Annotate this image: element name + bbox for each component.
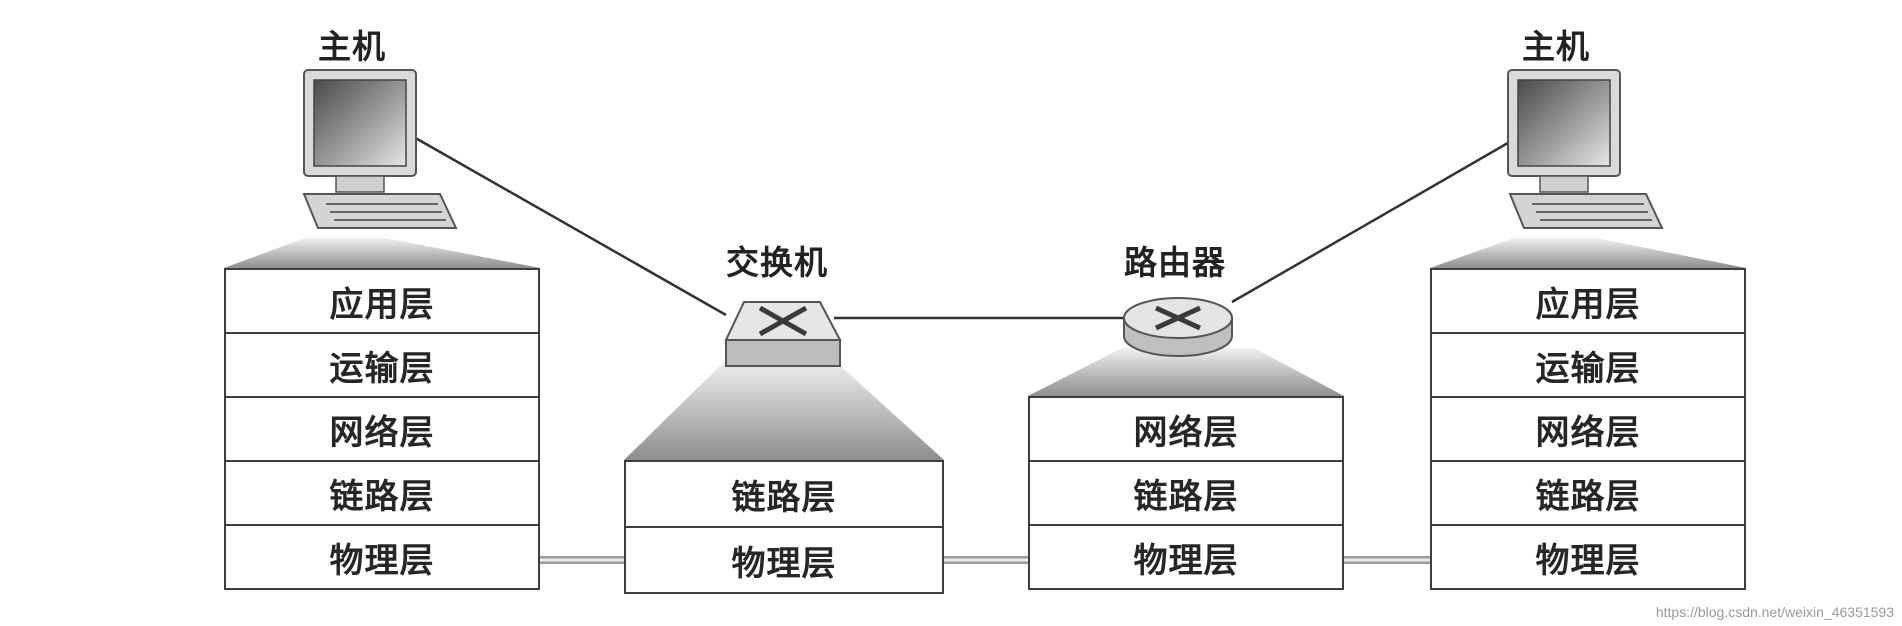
switch-stack: 链路层 物理层: [624, 460, 944, 596]
layer-link: 链路层: [1430, 460, 1746, 526]
layer-network: 网络层: [1028, 396, 1344, 462]
layer-application: 应用层: [224, 268, 540, 334]
host-left-label: 主机: [318, 27, 386, 66]
layer-transport: 运输层: [224, 332, 540, 398]
layer-link: 链路层: [224, 460, 540, 526]
layer-network: 网络层: [1430, 396, 1746, 462]
host-right-label: 主机: [1522, 27, 1590, 66]
link-router-host: [1231, 134, 1521, 304]
link-host-switch: [411, 134, 727, 317]
host-left-shadow: [224, 238, 540, 268]
switch-label: 交换机: [726, 243, 828, 282]
host-left-stack: 应用层 运输层 网络层 链路层 物理层: [224, 268, 540, 594]
switch-icon: [724, 301, 842, 367]
layer-link: 链路层: [1028, 460, 1344, 526]
layer-physical: 物理层: [1028, 524, 1344, 590]
layer-transport: 运输层: [1430, 332, 1746, 398]
layer-application: 应用层: [1430, 268, 1746, 334]
router-label: 路由器: [1124, 243, 1226, 282]
host-right-stack: 应用层 运输层 网络层 链路层 物理层: [1430, 268, 1746, 594]
layer-physical: 物理层: [1430, 524, 1746, 590]
router-icon: [1123, 297, 1233, 357]
layer-physical: 物理层: [224, 524, 540, 590]
layer-physical: 物理层: [624, 526, 944, 594]
layer-link: 链路层: [624, 460, 944, 528]
layer-network: 网络层: [224, 396, 540, 462]
computer-icon: [1507, 69, 1664, 229]
computer-icon: [302, 69, 458, 229]
host-right-shadow: [1430, 238, 1746, 268]
watermark: https://blog.csdn.net/weixin_46351593: [1655, 604, 1894, 620]
switch-shadow: [624, 360, 944, 460]
router-shadow: [1028, 348, 1344, 396]
router-stack: 网络层 链路层 物理层: [1028, 396, 1344, 596]
